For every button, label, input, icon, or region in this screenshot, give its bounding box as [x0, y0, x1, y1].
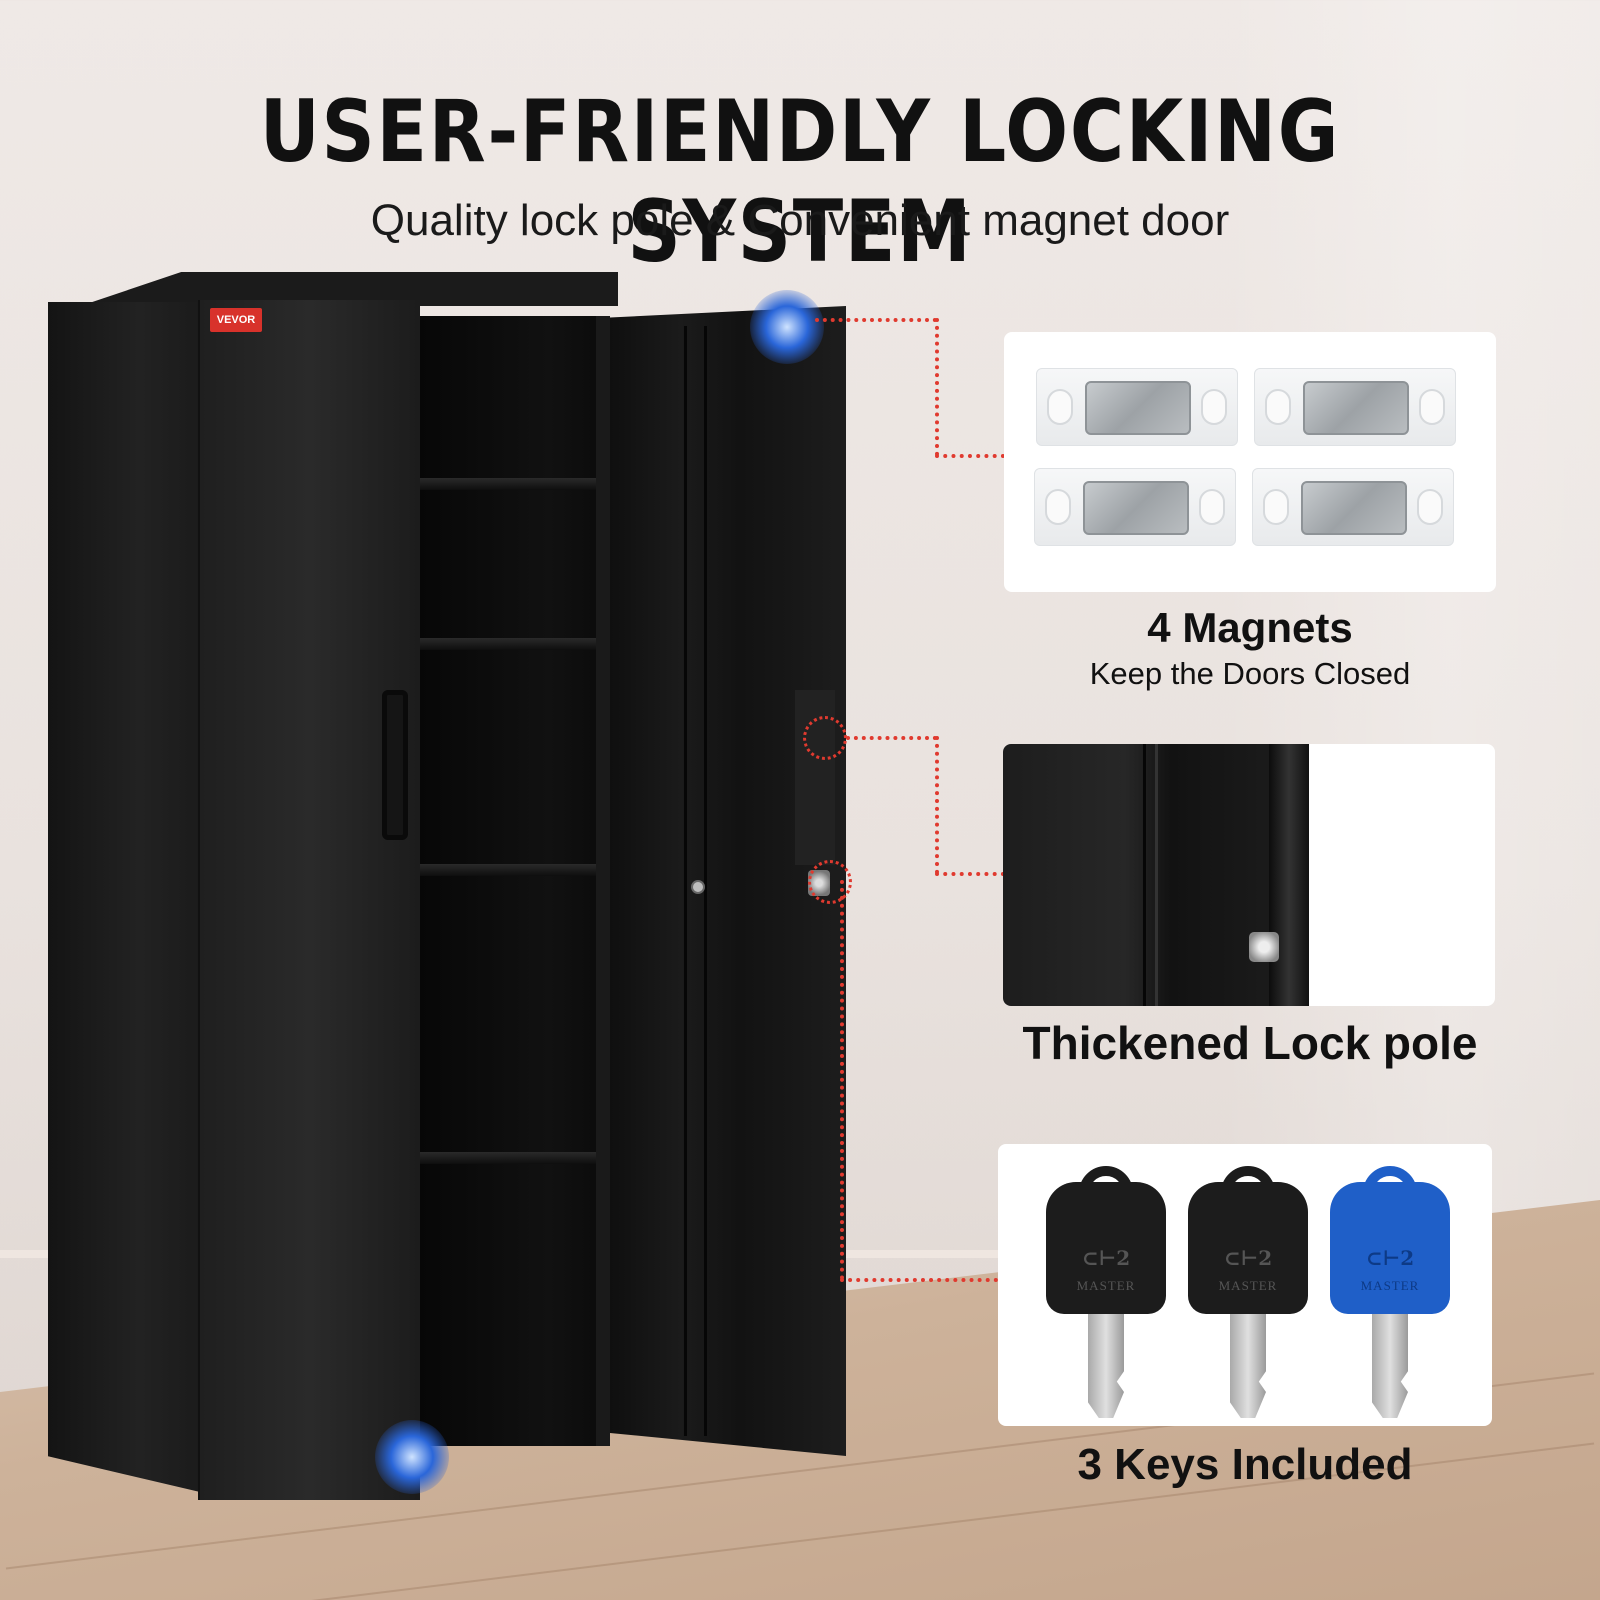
connector-line	[935, 872, 1005, 876]
feature-title-keys: 3 Keys Included	[1077, 1440, 1413, 1489]
brand-logo: VEVOR	[210, 308, 262, 332]
key-blade	[1230, 1314, 1266, 1418]
feature-subtitle-magnets: Keep the Doors Closed	[1089, 656, 1411, 691]
lock-pole-marker	[803, 716, 847, 760]
connector-line	[935, 318, 939, 456]
key-head: ⊂⊢2 MASTER	[1046, 1182, 1166, 1314]
feature-title-lock-pole: Thickened Lock pole	[1022, 1017, 1478, 1069]
magnet	[1252, 468, 1454, 546]
magnet-plate	[1085, 381, 1191, 435]
keys-panel: ⊂⊢2 MASTER ⊂⊢2 MASTER ⊂⊢2 MASTER	[998, 1144, 1492, 1426]
shelf	[420, 864, 605, 876]
connector-line	[846, 736, 937, 740]
shelf	[420, 638, 605, 650]
connector-line	[815, 318, 937, 322]
subheadline: Quality lock pole & Convenient magnet do…	[370, 196, 1230, 245]
headline: USER-FRIENDLY LOCKING SYSTEM	[259, 82, 1341, 282]
lock-pole-photo	[1003, 744, 1309, 1006]
magnet	[1034, 468, 1236, 546]
left-door	[198, 300, 420, 1500]
feature-title-magnets: 4 Magnets	[1147, 604, 1353, 651]
magnet	[1254, 368, 1456, 446]
cabinet-side	[48, 302, 200, 1492]
shelf	[420, 478, 605, 490]
shelf	[420, 1152, 605, 1164]
magnets-panel	[1004, 332, 1496, 592]
wall-panel	[1220, 0, 1600, 1260]
door-frame	[596, 316, 610, 1446]
lock-marker	[808, 860, 852, 904]
lock-latch	[1249, 932, 1279, 962]
lock-pole-edge	[1269, 744, 1309, 1006]
connector-line	[840, 1278, 998, 1282]
keyhole-icon	[691, 880, 705, 894]
key-engraving: MASTER	[1076, 1278, 1136, 1293]
key-blade	[1372, 1314, 1408, 1418]
key-head: ⊂⊢2 MASTER	[1330, 1182, 1450, 1314]
key: ⊂⊢2 MASTER	[1188, 1166, 1308, 1418]
key-engraving: MASTER	[1218, 1278, 1278, 1293]
right-door	[610, 306, 846, 1456]
storage-cabinet: VEVOR	[48, 272, 852, 1500]
key-mark: ⊂⊢2	[1081, 1246, 1131, 1270]
key-blade	[1088, 1314, 1124, 1418]
cabinet-interior	[420, 316, 605, 1446]
door-groove	[704, 326, 707, 1436]
connector-line	[935, 736, 939, 874]
connector-line	[840, 880, 844, 1280]
magnet-plate	[1301, 481, 1407, 535]
key-head: ⊂⊢2 MASTER	[1188, 1182, 1308, 1314]
key-mark: ⊂⊢2	[1365, 1246, 1415, 1270]
door-groove	[684, 326, 687, 1436]
connector-line	[935, 454, 1005, 458]
magnet	[1036, 368, 1238, 446]
magnet-highlight-top	[750, 290, 824, 364]
lock-pole-panel	[1003, 744, 1495, 1006]
magnet-highlight-bottom	[375, 1420, 449, 1494]
key-mark: ⊂⊢2	[1223, 1246, 1273, 1270]
key-engraving: MASTER	[1360, 1278, 1420, 1293]
magnet-plate	[1083, 481, 1189, 535]
magnet-plate	[1303, 381, 1409, 435]
key: ⊂⊢2 MASTER	[1046, 1166, 1166, 1418]
key: ⊂⊢2 MASTER	[1330, 1166, 1450, 1418]
door-handle	[382, 690, 408, 840]
